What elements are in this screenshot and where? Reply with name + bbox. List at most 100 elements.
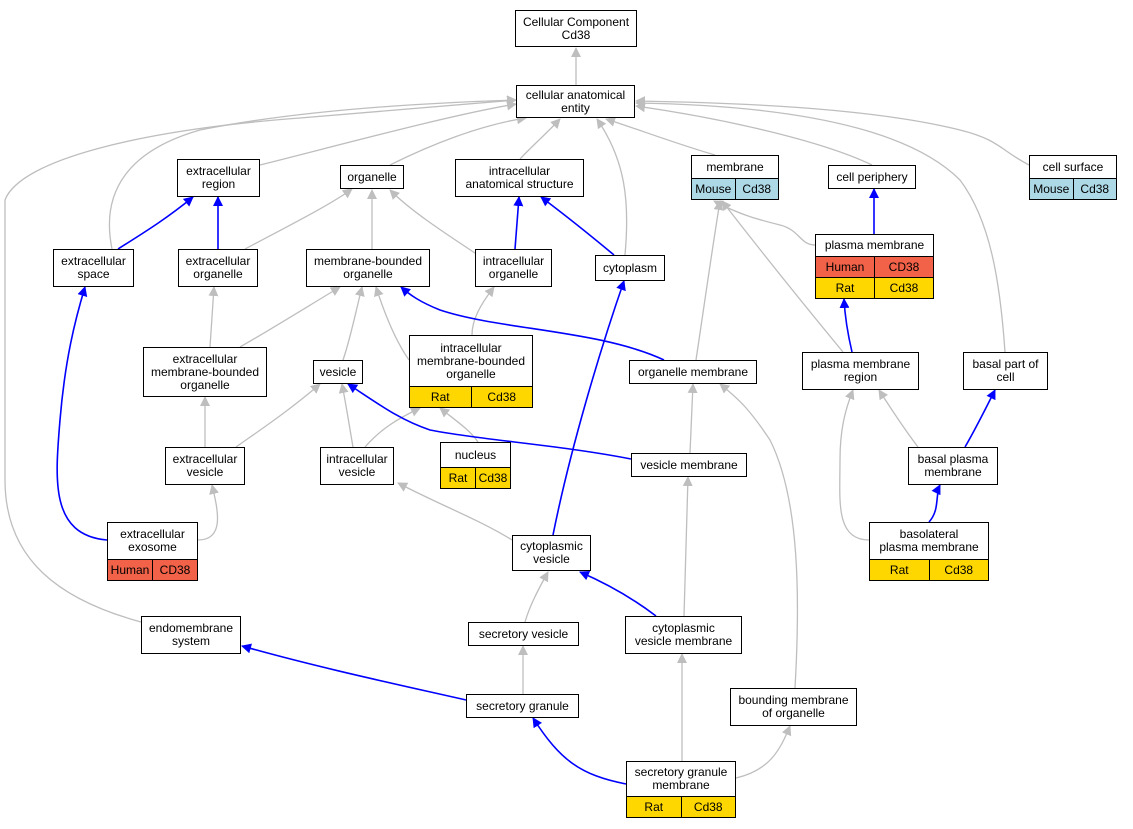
node-secretory-granule[interactable]: secretory granule xyxy=(466,694,579,718)
edge-organelle-to-cellular-anatomical-entity xyxy=(389,114,527,166)
edge-basal-part-of-cell-to-cellular-anatomical-entity xyxy=(635,98,1006,353)
node-label: intracellular membrane-bounded organelle xyxy=(416,340,526,381)
node-vesicle[interactable]: vesicle xyxy=(313,360,363,384)
node-label: secretory vesicle xyxy=(478,626,569,641)
node-label: basal part of cell xyxy=(972,357,1039,384)
gene-cell: Cd38 xyxy=(734,179,778,199)
node-organelle-membrane[interactable]: organelle membrane xyxy=(629,360,757,384)
species-cell: Rat xyxy=(816,278,874,298)
node-label: organelle membrane xyxy=(637,364,749,379)
node-label: extracellular vesicle xyxy=(172,452,238,479)
node-cytoplasm[interactable]: cytoplasm xyxy=(595,255,665,281)
species-cell: Mouse xyxy=(692,179,735,199)
node-label: cytoplasm xyxy=(602,260,658,275)
edge-extracellular-vesicle-to-vesicle xyxy=(235,383,321,448)
node-label: organelle xyxy=(347,169,397,184)
edge-cytoplasm-to-cellular-anatomical-entity xyxy=(596,118,628,256)
edge-endomembrane-system-to-cellular-anatomical-entity xyxy=(4,95,517,623)
edge-extracellular-organelle-to-organelle xyxy=(244,188,353,250)
node-label: extracellular space xyxy=(61,254,126,281)
node-label: vesicle xyxy=(319,364,357,379)
edge-basolateral-plasma-membrane-to-basal-plasma-membrane xyxy=(928,484,941,523)
species-cell: Rat xyxy=(410,387,471,407)
species-cell: Rat xyxy=(627,797,681,817)
edge-cell-periphery-to-cellular-anatomical-entity xyxy=(635,102,873,166)
edge-intracellular-anatomical-structure-to-cellular-anatomical-entity xyxy=(519,118,561,160)
node-cytoplasmic-vesicle-membrane[interactable]: cytoplasmic vesicle membrane xyxy=(625,616,742,654)
gene-cell: CD38 xyxy=(152,560,197,580)
node-plasma-membrane-region[interactable]: plasma membrane region xyxy=(802,352,919,390)
edge-cytoplasm-to-intracellular-anatomical-structure xyxy=(540,196,615,256)
node-extracellular-membrane-bounded-organelle[interactable]: extracellular membrane-bounded organelle xyxy=(143,347,267,397)
node-label: Cellular Component Cd38 xyxy=(522,14,630,42)
node-endomembrane-system[interactable]: endomembrane system xyxy=(141,616,241,654)
edge-plasma-membrane-region-to-membrane xyxy=(721,200,844,353)
node-intracellular-anatomical-structure[interactable]: intracellular anatomical structure xyxy=(455,159,584,197)
species-cell: Human xyxy=(108,560,152,580)
node-secretory-vesicle[interactable]: secretory vesicle xyxy=(468,622,579,646)
node-organelle[interactable]: organelle xyxy=(340,165,404,189)
node-label: basolateral plasma membrane xyxy=(879,527,979,554)
gene-cell: Cd38 xyxy=(1072,179,1116,199)
edge-extracellular-region-to-cellular-anatomical-entity xyxy=(259,100,517,166)
node-extracellular-region[interactable]: extracellular region xyxy=(177,159,260,197)
node-label: extracellular organelle xyxy=(185,254,251,281)
node-membrane-bounded-organelle[interactable]: membrane-bounded organelle xyxy=(306,249,430,287)
node-intracellular-membrane-bounded-organelle[interactable]: intracellular membrane-bounded organelle… xyxy=(409,335,533,408)
edge-intracellular-membrane-bounded-organelle-to-intracellular-organelle xyxy=(471,286,495,336)
node-vesicle-membrane[interactable]: vesicle membrane xyxy=(631,453,747,477)
edge-secretory-granule-membrane-to-bounding-membrane-of-organelle xyxy=(735,725,792,779)
edge-bounding-membrane-of-organelle-to-organelle-membrane xyxy=(719,383,799,689)
node-label: bounding membrane of organelle xyxy=(738,693,849,720)
node-intracellular-organelle[interactable]: intracellular organelle xyxy=(475,249,552,287)
node-label: cytoplasmic vesicle membrane xyxy=(634,621,733,648)
node-label: intracellular anatomical structure xyxy=(465,164,574,191)
node-label: cell surface xyxy=(1042,159,1104,174)
edge-extracellular-exosome-to-extracellular-space xyxy=(56,286,108,541)
edge-cytoplasmic-vesicle-membrane-to-cytoplasmic-vesicle xyxy=(579,570,657,617)
node-label: extracellular exosome xyxy=(120,527,185,554)
edge-nucleus-to-intracellular-membrane-bounded-organelle xyxy=(439,407,479,443)
node-label: nucleus xyxy=(454,447,497,462)
node-cellular-anatomical-entity[interactable]: cellular anatomical entity xyxy=(516,85,635,118)
edge-intracellular-vesicle-to-intracellular-membrane-bounded-organelle xyxy=(364,407,421,448)
edge-cell-surface-to-cellular-anatomical-entity xyxy=(635,96,1030,166)
node-label: vesicle membrane xyxy=(640,457,738,472)
node-label: secretory granule membrane xyxy=(634,765,728,792)
node-label: basal plasma membrane xyxy=(917,452,989,479)
gene-cell: Cd38 xyxy=(470,387,532,407)
edge-plasma-membrane-to-membrane xyxy=(713,200,816,246)
node-extracellular-organelle[interactable]: extracellular organelle xyxy=(178,249,258,287)
edge-organelle-membrane-to-membrane-bounded-organelle xyxy=(400,286,665,361)
edge-secretory-vesicle-to-cytoplasmic-vesicle xyxy=(524,571,549,623)
node-basal-part-of-cell[interactable]: basal part of cell xyxy=(963,352,1048,390)
edge-extracellular-membrane-bounded-organelle-to-membrane-bounded-organelle xyxy=(239,286,341,348)
edge-intracellular-organelle-to-organelle xyxy=(389,189,479,256)
node-intracellular-vesicle[interactable]: intracellular vesicle xyxy=(320,447,394,485)
node-extracellular-vesicle[interactable]: extracellular vesicle xyxy=(165,447,245,485)
edge-vesicle-membrane-to-organelle-membrane xyxy=(687,383,698,454)
gene-cell: CD38 xyxy=(874,257,933,277)
node-basal-plasma-membrane[interactable]: basal plasma membrane xyxy=(908,447,998,485)
species-cell: Rat xyxy=(870,560,929,580)
node-label: cytoplasmic vesicle xyxy=(520,539,583,566)
edge-intracellular-vesicle-to-vesicle xyxy=(338,383,354,448)
node-cell-periphery[interactable]: cell periphery xyxy=(828,165,916,189)
node-cellular-component[interactable]: Cellular Component Cd38 xyxy=(515,10,637,47)
node-label: extracellular region xyxy=(186,164,251,191)
edge-extracellular-membrane-bounded-organelle-to-extracellular-organelle xyxy=(208,286,219,348)
node-cytoplasmic-vesicle[interactable]: cytoplasmic vesicle xyxy=(512,535,591,571)
node-extracellular-space[interactable]: extracellular space xyxy=(53,249,134,287)
node-bounding-membrane-of-organelle[interactable]: bounding membrane of organelle xyxy=(730,688,857,726)
